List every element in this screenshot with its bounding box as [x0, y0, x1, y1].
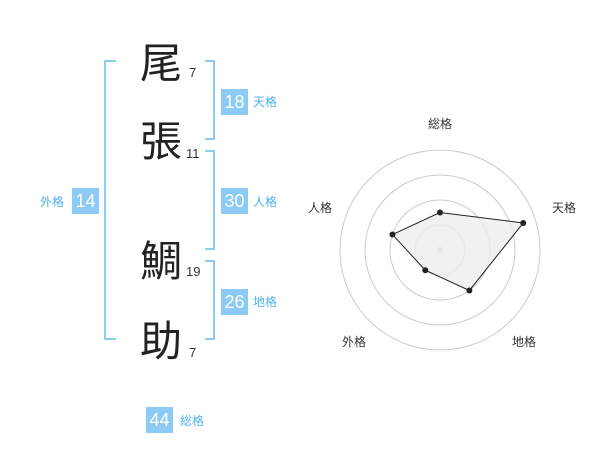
- soukaku-value: 44: [146, 407, 173, 433]
- gaikaku-bracket: [104, 60, 116, 340]
- radar-point-3: [422, 267, 429, 274]
- radar-axis-label-1: 天格: [552, 201, 577, 215]
- gaikaku-value: 14: [72, 188, 99, 214]
- name-char-4: 助: [140, 317, 183, 366]
- radar-ring-4: [339, 149, 541, 351]
- tenkaku-label: 天格: [253, 95, 278, 109]
- jinkaku-label: 人格: [253, 195, 278, 209]
- radar-point-2: [466, 287, 473, 294]
- name-char-3-strokes: 19: [186, 264, 201, 279]
- name-char-2-strokes: 11: [186, 146, 200, 161]
- name-char-1: 尾: [140, 39, 183, 88]
- radar-axis-label-2: 地格: [512, 335, 537, 349]
- name-char-3: 鯛: [140, 237, 183, 286]
- name-char-4-strokes: 7: [189, 345, 197, 360]
- chikaku-value: 26: [221, 289, 248, 315]
- radar-axis-label-3: 外格: [342, 335, 367, 349]
- name-char-1-strokes: 7: [189, 65, 197, 80]
- name-char-2: 張: [140, 117, 183, 166]
- chikaku-label: 地格: [253, 295, 278, 309]
- radar-point-4: [389, 231, 396, 238]
- tenkaku-value: 18: [221, 89, 248, 115]
- tenkaku-bracket: [205, 60, 215, 140]
- jinkaku-bracket: [205, 150, 215, 250]
- gaikaku-label: 外格: [40, 195, 65, 209]
- radar-axis-label-0: 総格: [428, 117, 453, 131]
- chikaku-bracket: [205, 260, 215, 340]
- radar-point-0: [437, 209, 443, 216]
- radar-series-0: [391, 211, 525, 292]
- radar-ring-3: [364, 174, 516, 326]
- radar-point-1: [520, 219, 527, 226]
- jinkaku-value: 30: [221, 188, 248, 214]
- soukaku-label: 総格: [180, 414, 205, 428]
- radar-axis-label-4: 人格: [308, 201, 333, 215]
